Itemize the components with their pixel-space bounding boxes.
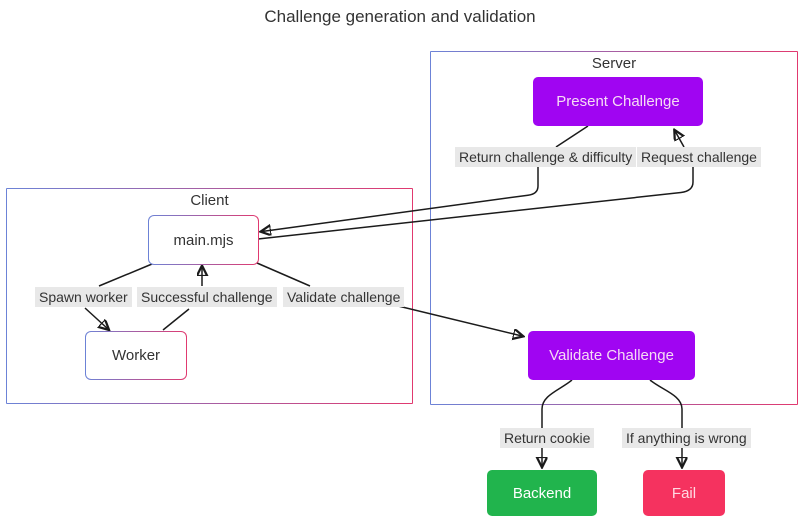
- edge-label-return-challenge: Return challenge & difficulty: [455, 147, 637, 167]
- diagram-title: Challenge generation and validation: [264, 7, 536, 26]
- edge-mainmjs-to-spawn-label: [98, 263, 153, 287]
- edge-label-spawn-worker: Spawn worker: [35, 287, 132, 307]
- edge-validatebox-to-wrong-label: [649, 379, 683, 428]
- edge-present-to-return-label: [555, 125, 589, 148]
- edge-spawn-label-to-worker: [84, 307, 108, 329]
- edge-label-return-cookie: Return cookie: [500, 428, 595, 448]
- edge-validatebox-to-cookie-label: [541, 379, 573, 428]
- edge-mainmjs-to-validate-label: [256, 262, 311, 287]
- node-main-mjs: main.mjs: [148, 215, 259, 265]
- node-present-challenge: Present Challenge: [533, 77, 703, 126]
- edge-label-successful-challenge: Successful challenge: [137, 287, 277, 307]
- edge-label-request-challenge: Request challenge: [637, 147, 761, 167]
- edge-request-label-to-present: [675, 131, 684, 148]
- edge-return-label-to-mainmjs: [262, 167, 539, 232]
- node-backend: Backend: [487, 470, 597, 516]
- edge-worker-to-successful-label: [162, 308, 190, 331]
- node-worker: Worker: [85, 331, 187, 380]
- edge-validate-label-to-validatebox: [393, 304, 522, 336]
- node-validate-challenge: Validate Challenge: [528, 331, 695, 380]
- server-container-label: Server: [591, 55, 637, 72]
- node-fail: Fail: [643, 470, 725, 516]
- edge-label-validate-challenge: Validate challenge: [283, 287, 405, 307]
- edge-mainmjs-to-request-label: [257, 167, 694, 240]
- edge-label-if-anything-wrong: If anything is wrong: [622, 428, 751, 448]
- client-container-label: Client: [190, 192, 229, 209]
